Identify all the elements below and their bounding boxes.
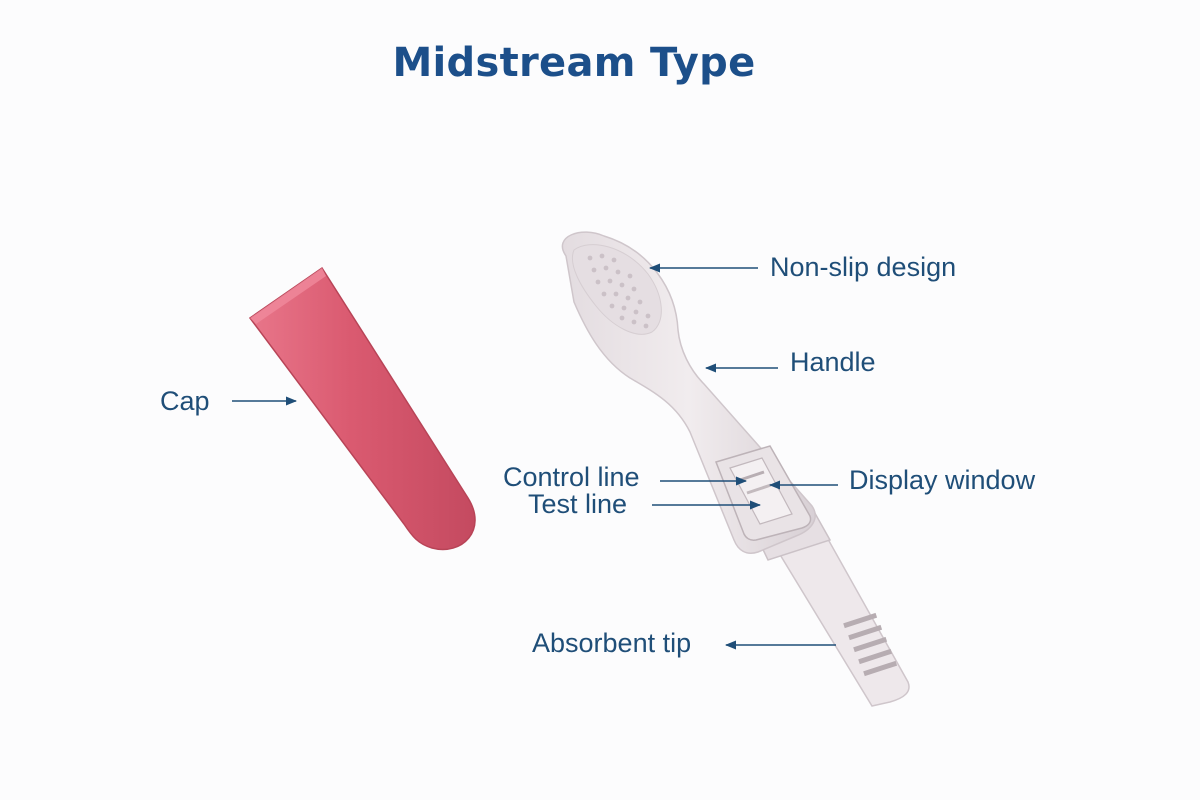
handle-label: Handle [790, 347, 876, 377]
non-slip-design-label: Non-slip design [770, 252, 957, 282]
test-line-mark [746, 483, 772, 495]
display-window-label: Display window [849, 465, 1036, 495]
leader-arrows [232, 263, 838, 650]
cap-illustration [248, 266, 476, 551]
control-line-label: Control line [503, 462, 640, 492]
absorbent-tip-label: Absorbent tip [532, 628, 692, 658]
test-stick-illustration [561, 231, 910, 707]
diagram-title: Midstream Type [392, 40, 756, 86]
absorbent-tip-shape [774, 531, 910, 707]
non-slip-dots [587, 253, 651, 329]
non-slip-texture [572, 244, 662, 335]
test-line-label: Test line [528, 489, 628, 519]
absorbent-tip-ridges [843, 612, 898, 677]
cap-label: Cap [160, 386, 210, 416]
